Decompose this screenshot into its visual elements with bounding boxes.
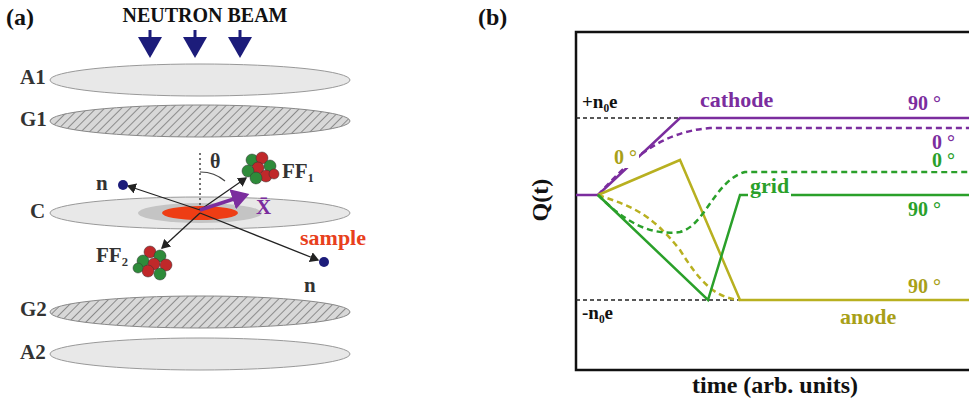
fragment-cluster bbox=[242, 152, 279, 184]
curve-label: anode bbox=[840, 305, 896, 329]
angle-label: 90 ° bbox=[908, 198, 941, 220]
axis-line bbox=[199, 150, 201, 210]
angle-label: 0 ° bbox=[612, 146, 639, 168]
plate-label: C bbox=[30, 200, 45, 223]
fragment-label: FF₁ bbox=[282, 160, 314, 183]
angle-label: 90 ° bbox=[908, 92, 941, 114]
anode-plate bbox=[50, 338, 350, 370]
centroid-vector bbox=[200, 195, 246, 210]
plot-frame bbox=[576, 32, 969, 370]
fragment-label: FF₂ bbox=[96, 244, 128, 267]
beam-arrows bbox=[150, 30, 240, 55]
beam-label: NEUTRON BEAM bbox=[122, 4, 287, 26]
fragment-track bbox=[162, 213, 200, 248]
neutron-track bbox=[128, 186, 200, 210]
vector-label: X̄ bbox=[256, 196, 271, 219]
signal-curves bbox=[576, 118, 969, 300]
grid-plate bbox=[50, 296, 350, 328]
sample-label: sample bbox=[300, 226, 366, 250]
neutron-dot bbox=[118, 180, 128, 190]
panel-tag: (a) bbox=[6, 4, 34, 30]
curve-label: cathode bbox=[700, 88, 773, 112]
curve-label: grid bbox=[748, 174, 791, 198]
particle-label: n bbox=[96, 172, 108, 195]
angle-label: 0 ° bbox=[930, 149, 957, 171]
axis-label: time (arb. units) bbox=[692, 372, 858, 398]
plate-label: G1 bbox=[20, 108, 47, 131]
angle-label: 90 ° bbox=[908, 275, 941, 297]
angle-label: θ bbox=[210, 150, 220, 172]
axis-label: Q(t) bbox=[527, 179, 553, 222]
anode-plate bbox=[50, 64, 350, 96]
panel-tag: (b) bbox=[478, 4, 507, 30]
grid-plate bbox=[50, 105, 350, 137]
plate-label: G2 bbox=[20, 298, 47, 321]
plate-label: A2 bbox=[20, 341, 46, 364]
fragment-cluster bbox=[133, 246, 172, 280]
level-label: +n₀e bbox=[580, 92, 620, 113]
plate-label: A1 bbox=[20, 66, 46, 89]
neutron-dot bbox=[319, 257, 329, 267]
level-label: -n₀e bbox=[580, 303, 615, 324]
fragment-track bbox=[200, 178, 246, 210]
angle-arc bbox=[200, 172, 225, 181]
particle-label: n bbox=[304, 274, 316, 297]
